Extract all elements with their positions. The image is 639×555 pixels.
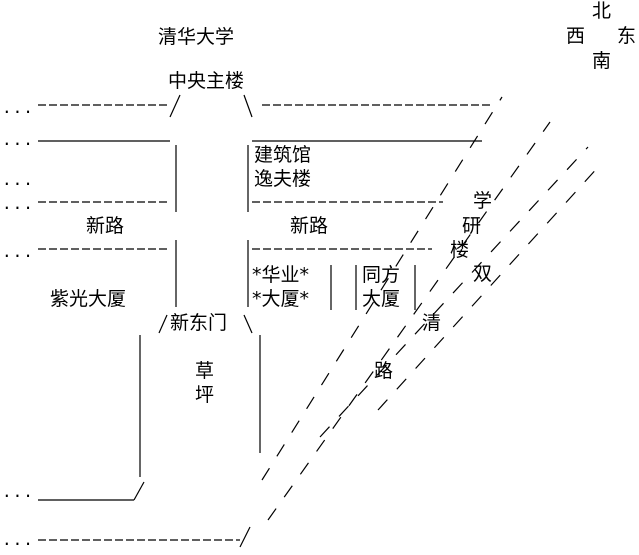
ellipsis-row-2: ... <box>2 130 34 149</box>
ellipsis-row-5: ... <box>2 242 34 261</box>
compass-north: 北 <box>592 0 612 22</box>
shuang-road-char: 双 <box>473 263 493 285</box>
main-building-left-slash <box>169 94 181 118</box>
ellipsis-row-7: ... <box>2 530 34 549</box>
ziguang-building-label: 紫光大厦 <box>50 288 127 310</box>
main-building-label: 中央主楼 <box>168 70 245 92</box>
diagonal-road-3 <box>319 146 589 438</box>
map-title: 清华大学 <box>158 26 235 48</box>
ellipsis-row-1: ... <box>2 98 34 117</box>
main-building-right-slash <box>243 94 253 118</box>
compass-west: 西 <box>566 25 586 47</box>
tongfang-building-line2: 大厦 <box>362 288 401 310</box>
huaye-building-line2: *大厦* <box>252 288 310 310</box>
compass-south: 南 <box>592 50 612 72</box>
qing-road-char-2: 路 <box>374 360 394 382</box>
ellipsis-row-6: ... <box>2 482 34 501</box>
lawn-char-2: 坪 <box>195 384 215 406</box>
east-gate-label: 新东门 <box>170 312 228 334</box>
xin-lu-left-label: 新路 <box>86 215 125 237</box>
tongfang-building-line1: 同方 <box>362 264 401 286</box>
research-building-char-2: 研 <box>462 215 482 237</box>
road-bottom-2-slash <box>239 526 251 548</box>
ellipsis-row-3: ... <box>2 170 34 189</box>
compass-east: 东 <box>617 25 637 47</box>
research-building-char-3: 楼 <box>450 239 470 261</box>
lawn-char-1: 草 <box>195 360 215 382</box>
jianzhu-building-label: 建筑馆 <box>254 144 312 166</box>
diagonal-road-1 <box>261 96 503 481</box>
road-bottom-1-slash <box>133 481 145 501</box>
research-building-char-1: 学 <box>473 190 493 212</box>
huaye-building-line1: *华业* <box>252 264 310 286</box>
qing-road-char-1: 清 <box>422 312 442 334</box>
ellipsis-row-4: ... <box>2 194 34 213</box>
yifu-building-label: 逸夫楼 <box>254 168 312 190</box>
xin-lu-right-label: 新路 <box>290 215 329 237</box>
